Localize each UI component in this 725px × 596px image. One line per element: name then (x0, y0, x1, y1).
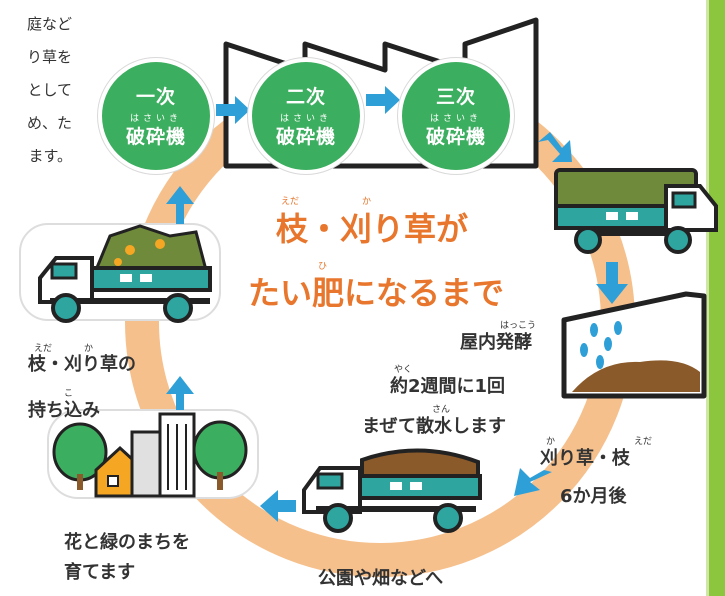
arrow-icon (216, 86, 400, 124)
side-line: ます。 (28, 147, 72, 165)
arrow-icon (260, 490, 296, 522)
crusher-label: 一次 (135, 86, 176, 108)
side-line: 庭など (26, 15, 72, 33)
truck-branches-icon (19, 223, 221, 323)
title-ruby-hi: ひ (318, 262, 328, 272)
arrow-icon (166, 376, 194, 410)
crusher-primary: 一次 はさいき 破砕機 (98, 58, 214, 174)
ferment-ruby-yaku: やく (394, 365, 413, 375)
parks-label: 公園や畑などへ (318, 568, 444, 589)
crusher-main: 破砕機 (275, 126, 336, 148)
ferment-ruby-hakkou: はっこう (500, 321, 537, 331)
sixmonth-ruby-eda: えだ (634, 437, 653, 447)
truck-compost-icon (302, 448, 482, 533)
ferment-building-icon (561, 291, 707, 399)
side-bar-light (706, 0, 709, 596)
arrow-icon (596, 262, 628, 304)
title-line-1: 枝・刈り草が (275, 210, 468, 248)
title-ruby-eda: えだ (281, 197, 300, 207)
ferment-line-2: 約2週間に1回 (390, 376, 506, 397)
title-line-2: たい肥になるまで (247, 274, 504, 312)
crusher-tertiary: 三次 はさいき 破砕機 (398, 58, 514, 174)
crusher-label: 三次 (435, 86, 476, 108)
crusher-label: 二次 (285, 86, 326, 108)
crusher-ruby: はさいき (129, 114, 182, 124)
side-paragraph: 庭など り草を として め、た ます。 (0, 8, 72, 173)
ferment-line-1: 屋内発酵 (460, 332, 532, 353)
town-line-1: 花と緑のまちを (64, 532, 190, 553)
truck-chips-icon (554, 168, 718, 254)
sixmonth-line-1: 刈り草・枝 (540, 448, 630, 469)
title-ruby-ka: か (362, 197, 372, 207)
crusher-ruby: はさいき (429, 114, 482, 124)
crusher-main: 破砕機 (425, 126, 486, 148)
arrow-icon (166, 186, 194, 224)
crusher-main: 破砕機 (125, 126, 186, 148)
bringin-ruby-eda: えだ (34, 344, 53, 354)
sixmonth-line-2: 6か月後 (560, 486, 627, 507)
town-icon (47, 409, 259, 499)
arrow-icon (514, 468, 552, 496)
side-line: り草を (26, 48, 72, 66)
bringin-line-1: 枝・刈り草の (28, 354, 136, 375)
bringin-ruby-ko: こ (64, 389, 74, 399)
ferment-ruby-san: さん (432, 405, 451, 415)
bringin-ruby-ka: か (84, 344, 94, 354)
crusher-secondary: 二次 はさいき 破砕機 (248, 58, 364, 174)
side-line: として (27, 81, 72, 99)
arrow-icon (538, 132, 572, 162)
ferment-line-3: まぜて散水します (362, 416, 506, 437)
side-line: め、た (26, 114, 72, 132)
side-bar (709, 0, 725, 596)
sixmonth-ruby-ka: か (546, 437, 556, 447)
crusher-ruby: はさいき (279, 114, 332, 124)
town-line-2: 育てます (64, 562, 136, 583)
bringin-line-2: 持ち込み (28, 400, 100, 421)
